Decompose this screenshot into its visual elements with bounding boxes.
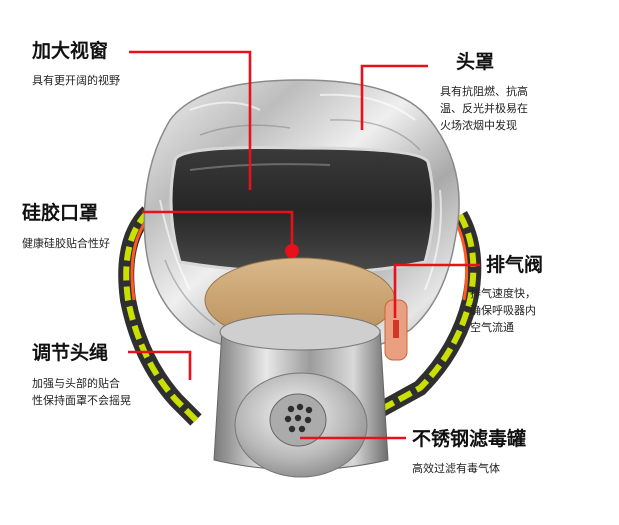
strap-title: 调节头绳: [32, 342, 109, 364]
canister-desc: 高效过滤有毒气体: [412, 462, 500, 475]
strap-desc-line: 性保持面罩不会摇晃: [32, 394, 131, 407]
hood-desc: 具有抗阻燃、抗高 温、反光并极易在 火场浓烟中发现: [440, 83, 580, 134]
mouthpiece-title: 硅胶口罩: [22, 202, 99, 224]
strap-desc-line: 加强与头部的贴合: [32, 377, 120, 390]
window-desc: 具有更开阔的视野: [32, 74, 120, 87]
viewing-window: [169, 146, 435, 275]
valve-desc-line: 确保呼吸器内: [470, 304, 536, 317]
leader-dots: [285, 244, 299, 258]
hood-title: 头罩: [456, 51, 495, 73]
strap-desc: 加强与头部的贴合 性保持面罩不会摇晃: [32, 375, 182, 409]
valve-desc-line: 排气速度快，: [470, 287, 536, 300]
hood-desc-line: 温、反光并极易在: [440, 102, 528, 115]
hood-desc-line: 具有抗阻燃、抗高: [440, 85, 528, 98]
canister-title: 不锈钢滤毒罐: [412, 428, 527, 450]
valve-desc-line: 空气流通: [470, 321, 514, 334]
leader-lines: [128, 50, 480, 440]
valve-desc: 排气速度快， 确保呼吸器内 空气流通: [470, 285, 590, 336]
valve-title: 排气阀: [486, 254, 544, 276]
hood-desc-line: 火场浓烟中发现: [440, 119, 517, 132]
filter-canister: [213, 313, 389, 478]
head-strap: [118, 206, 482, 426]
mouthpiece-desc: 健康硅胶贴合性好: [22, 237, 110, 250]
window-title: 加大视窗: [32, 40, 109, 62]
